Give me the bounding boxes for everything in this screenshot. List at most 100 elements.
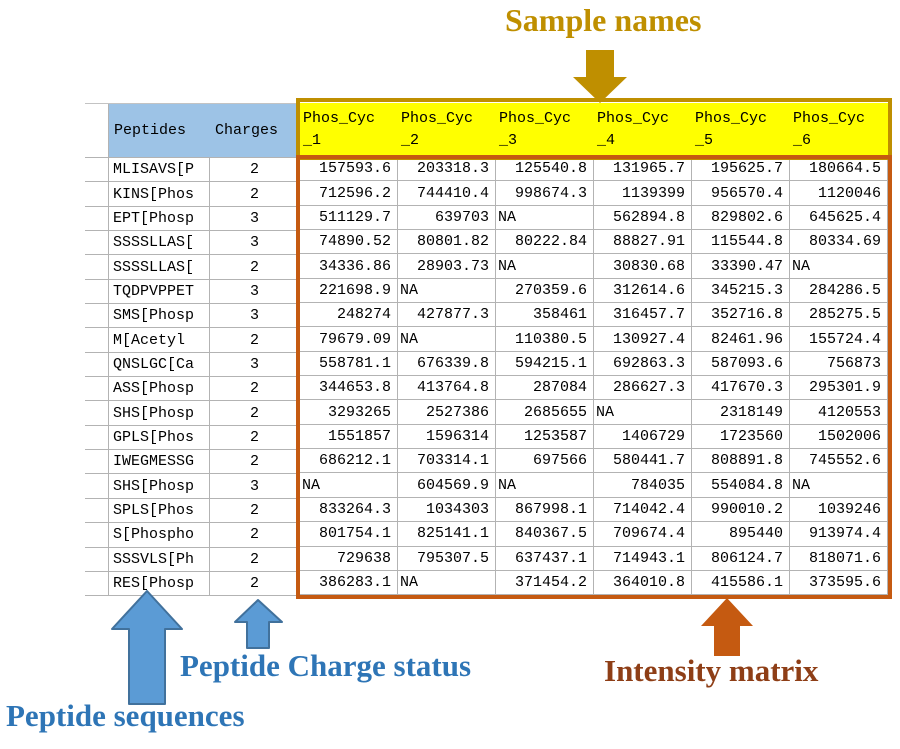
intensity-cell[interactable]: 1139399: [594, 181, 692, 206]
intensity-cell[interactable]: 714943.1: [594, 546, 692, 571]
intensity-cell[interactable]: 587093.6: [692, 351, 790, 377]
intensity-cell[interactable]: 131965.7: [594, 157, 692, 182]
intensity-cell[interactable]: 712596.2: [300, 181, 398, 206]
intensity-cell[interactable]: 203318.3: [398, 157, 496, 182]
intensity-cell[interactable]: 594215.1: [496, 351, 594, 377]
intensity-cell[interactable]: 155724.4: [790, 327, 888, 352]
charge-cell[interactable]: 2: [210, 377, 300, 402]
intensity-cell[interactable]: 1723560: [692, 424, 790, 450]
intensity-cell[interactable]: 80801.82: [398, 230, 496, 255]
peptide-cell[interactable]: SHS[Phosp: [109, 401, 210, 426]
sample-header-cell[interactable]: Phos_Cyc_1: [300, 103, 398, 157]
intensity-cell[interactable]: 286627.3: [594, 376, 692, 401]
peptide-cell[interactable]: RES[Phosp: [109, 571, 210, 597]
intensity-cell[interactable]: 110380.5: [496, 327, 594, 352]
intensity-cell[interactable]: 417670.3: [692, 376, 790, 401]
intensity-cell[interactable]: 645625.4: [790, 205, 888, 231]
intensity-cell[interactable]: NA: [594, 400, 692, 425]
intensity-cell[interactable]: 604569.9: [398, 473, 496, 498]
intensity-cell[interactable]: 115544.8: [692, 230, 790, 255]
intensity-cell[interactable]: 295301.9: [790, 376, 888, 401]
intensity-cell[interactable]: NA: [398, 570, 496, 596]
charge-cell[interactable]: 3: [210, 231, 300, 256]
charge-cell[interactable]: 2: [210, 523, 300, 548]
intensity-cell[interactable]: 714042.4: [594, 497, 692, 523]
intensity-cell[interactable]: NA: [398, 327, 496, 352]
intensity-cell[interactable]: 364010.8: [594, 570, 692, 596]
charge-cell[interactable]: 3: [210, 352, 300, 378]
peptide-cell[interactable]: QNSLGC[Ca: [109, 352, 210, 378]
charge-cell[interactable]: 3: [210, 474, 300, 499]
intensity-cell[interactable]: 697566: [496, 449, 594, 474]
intensity-cell[interactable]: 2318149: [692, 400, 790, 425]
intensity-cell[interactable]: 1120046: [790, 181, 888, 206]
intensity-cell[interactable]: 840367.5: [496, 522, 594, 547]
peptide-cell[interactable]: S[Phospho: [109, 523, 210, 548]
peptide-cell[interactable]: ASS[Phosp: [109, 377, 210, 402]
intensity-cell[interactable]: 1406729: [594, 424, 692, 450]
intensity-cell[interactable]: 248274: [300, 303, 398, 328]
peptide-cell[interactable]: TQDPVPPET: [109, 279, 210, 305]
intensity-cell[interactable]: 373595.6: [790, 570, 888, 596]
intensity-cell[interactable]: 82461.96: [692, 327, 790, 352]
intensity-cell[interactable]: 180664.5: [790, 157, 888, 182]
intensity-cell[interactable]: 729638: [300, 546, 398, 571]
intensity-cell[interactable]: NA: [790, 473, 888, 498]
intensity-cell[interactable]: 1253587: [496, 424, 594, 450]
sample-header-cell[interactable]: Phos_Cyc_2: [398, 103, 496, 157]
intensity-cell[interactable]: 28903.73: [398, 254, 496, 279]
intensity-cell[interactable]: 413764.8: [398, 376, 496, 401]
intensity-cell[interactable]: 895440: [692, 522, 790, 547]
intensity-cell[interactable]: 801754.1: [300, 522, 398, 547]
sample-header-cell[interactable]: Phos_Cyc_3: [496, 103, 594, 157]
intensity-cell[interactable]: 80222.84: [496, 230, 594, 255]
peptide-cell[interactable]: SMS[Phosp: [109, 304, 210, 329]
intensity-cell[interactable]: 125540.8: [496, 157, 594, 182]
intensity-cell[interactable]: 637437.1: [496, 546, 594, 571]
intensity-cell[interactable]: NA: [790, 254, 888, 279]
intensity-cell[interactable]: NA: [496, 254, 594, 279]
intensity-cell[interactable]: 829802.6: [692, 205, 790, 231]
intensity-cell[interactable]: 344653.8: [300, 376, 398, 401]
intensity-cell[interactable]: 287084: [496, 376, 594, 401]
intensity-cell[interactable]: 427877.3: [398, 303, 496, 328]
intensity-cell[interactable]: 956570.4: [692, 181, 790, 206]
intensity-cell[interactable]: 371454.2: [496, 570, 594, 596]
intensity-cell[interactable]: 806124.7: [692, 546, 790, 571]
intensity-cell[interactable]: 2527386: [398, 400, 496, 425]
charge-cell[interactable]: 3: [210, 279, 300, 305]
intensity-cell[interactable]: 386283.1: [300, 570, 398, 596]
intensity-cell[interactable]: 79679.09: [300, 327, 398, 352]
intensity-cell[interactable]: 795307.5: [398, 546, 496, 571]
intensity-cell[interactable]: 998674.3: [496, 181, 594, 206]
intensity-cell[interactable]: 1502006: [790, 424, 888, 450]
intensity-cell[interactable]: 157593.6: [300, 157, 398, 182]
charge-cell[interactable]: 3: [210, 206, 300, 232]
charge-cell[interactable]: 2: [210, 425, 300, 451]
intensity-cell[interactable]: 808891.8: [692, 449, 790, 474]
intensity-cell[interactable]: 3293265: [300, 400, 398, 425]
intensity-cell[interactable]: 1596314: [398, 424, 496, 450]
intensity-cell[interactable]: 558781.1: [300, 351, 398, 377]
intensity-cell[interactable]: 345215.3: [692, 278, 790, 304]
intensity-cell[interactable]: 1034303: [398, 497, 496, 523]
intensity-cell[interactable]: 639703: [398, 205, 496, 231]
intensity-cell[interactable]: 270359.6: [496, 278, 594, 304]
intensity-cell[interactable]: 221698.9: [300, 278, 398, 304]
intensity-cell[interactable]: 4120553: [790, 400, 888, 425]
intensity-cell[interactable]: 1551857: [300, 424, 398, 450]
peptide-cell[interactable]: SHS[Phosp: [109, 474, 210, 499]
peptide-cell[interactable]: SSSSLLAS[: [109, 231, 210, 256]
intensity-cell[interactable]: 554084.8: [692, 473, 790, 498]
sample-header-cell[interactable]: Phos_Cyc_6: [790, 103, 888, 157]
peptide-cell[interactable]: IWEGMESSG: [109, 450, 210, 475]
peptide-cell[interactable]: SPLS[Phos: [109, 498, 210, 524]
intensity-cell[interactable]: 80334.69: [790, 230, 888, 255]
charge-cell[interactable]: 2: [210, 328, 300, 353]
sample-header-cell[interactable]: Phos_Cyc_4: [594, 103, 692, 157]
intensity-cell[interactable]: 744410.4: [398, 181, 496, 206]
intensity-cell[interactable]: 1039246: [790, 497, 888, 523]
intensity-cell[interactable]: 352716.8: [692, 303, 790, 328]
intensity-cell[interactable]: 33390.47: [692, 254, 790, 279]
charge-cell[interactable]: 2: [210, 158, 300, 183]
